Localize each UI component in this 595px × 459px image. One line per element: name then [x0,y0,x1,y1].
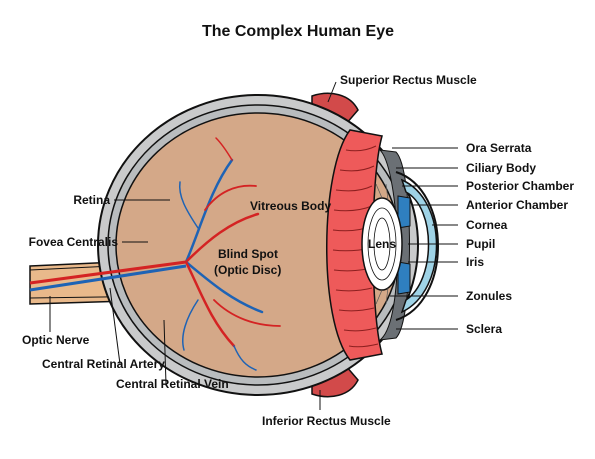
iris-lower [397,261,411,295]
label-sclera: Sclera [466,322,502,336]
label-optic-nerve: Optic Nerve [22,333,90,347]
label-anterior-chamber: Anterior Chamber [466,198,568,212]
diagram-title: The Complex Human Eye [202,23,394,40]
label-blind-spot: Blind Spot [218,247,278,261]
central-retinal-vein [29,264,187,292]
label-central-retinal-vein: Central Retinal Vein [116,377,229,391]
label-iris: Iris [466,255,484,269]
central-retinal-artery [29,260,187,285]
retinal-vessels [178,137,281,371]
label-retina: Retina [73,193,110,207]
label-fovea: Fovea Centralis [29,235,119,249]
cornea-outline [395,171,439,321]
cornea [400,178,438,314]
label-ora-serrata: Ora Serrata [466,141,532,155]
label-posterior-chamber: Posterior Chamber [466,179,574,193]
label-superior-rectus: Superior Rectus Muscle [340,73,477,87]
label-optic-disc: (Optic Disc) [214,263,281,277]
label-pupil: Pupil [466,237,495,251]
label-inferior-rectus: Inferior Rectus Muscle [262,414,391,428]
zonules [375,183,389,305]
label-ciliary-body: Ciliary Body [466,161,536,175]
label-lens: Lens [368,237,396,251]
leader-lines [49,81,458,410]
label-vitreous-body: Vitreous Body [250,199,331,213]
label-cornea: Cornea [466,218,508,232]
label-zonules: Zonules [466,289,512,303]
labels: Superior Rectus Muscle Ora Serrata Cilia… [22,73,574,428]
label-central-retinal-artery: Central Retinal Artery [42,357,165,371]
